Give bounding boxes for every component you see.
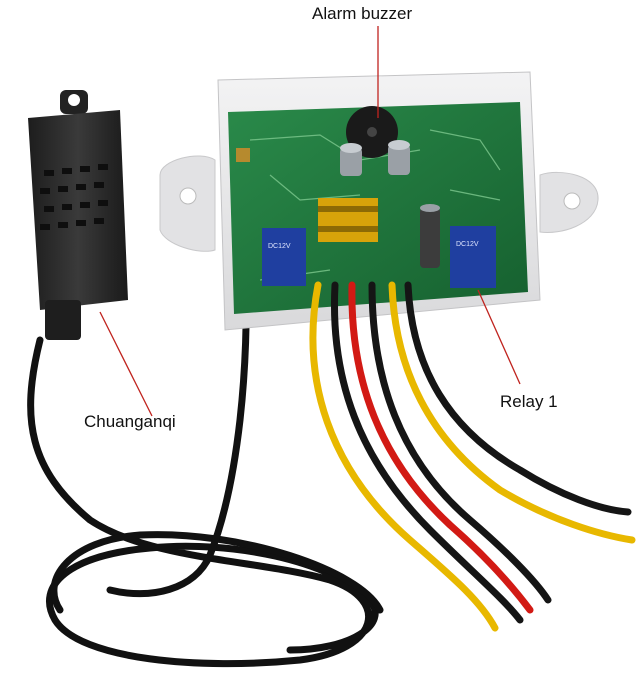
alarm-buzzer-label: Alarm buzzer	[312, 4, 413, 23]
relay-label: Relay 1	[500, 392, 558, 411]
callout-lines	[99, 26, 521, 417]
humidity-sensor	[28, 90, 128, 340]
relays: DC12V DC12V	[262, 226, 496, 288]
svg-text:DC12V: DC12V	[268, 243, 291, 250]
sensor-label: Chuanganqi	[84, 412, 176, 431]
capacitors	[340, 140, 440, 268]
svg-text:DC12V: DC12V	[456, 241, 479, 248]
output-wires	[309, 281, 636, 632]
transformer	[318, 198, 378, 242]
